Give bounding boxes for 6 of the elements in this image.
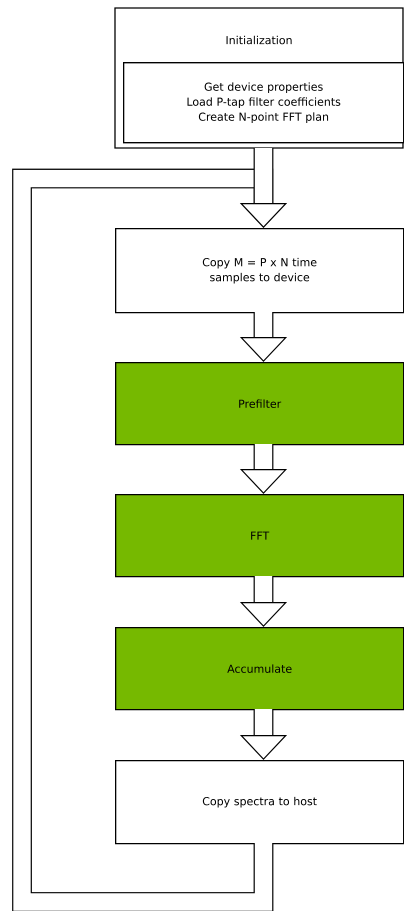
process-box: Copy M = P x N time samples to device bbox=[115, 228, 404, 314]
process-box: Copy spectra to host bbox=[115, 760, 404, 844]
process-box: Accumulate bbox=[115, 627, 404, 710]
process-box: FFT bbox=[115, 494, 404, 578]
process-box: Get device properties Load P-tap filter coefficients Create N-point FFT plan bbox=[123, 62, 404, 144]
process-box: Prefilter bbox=[115, 362, 404, 446]
